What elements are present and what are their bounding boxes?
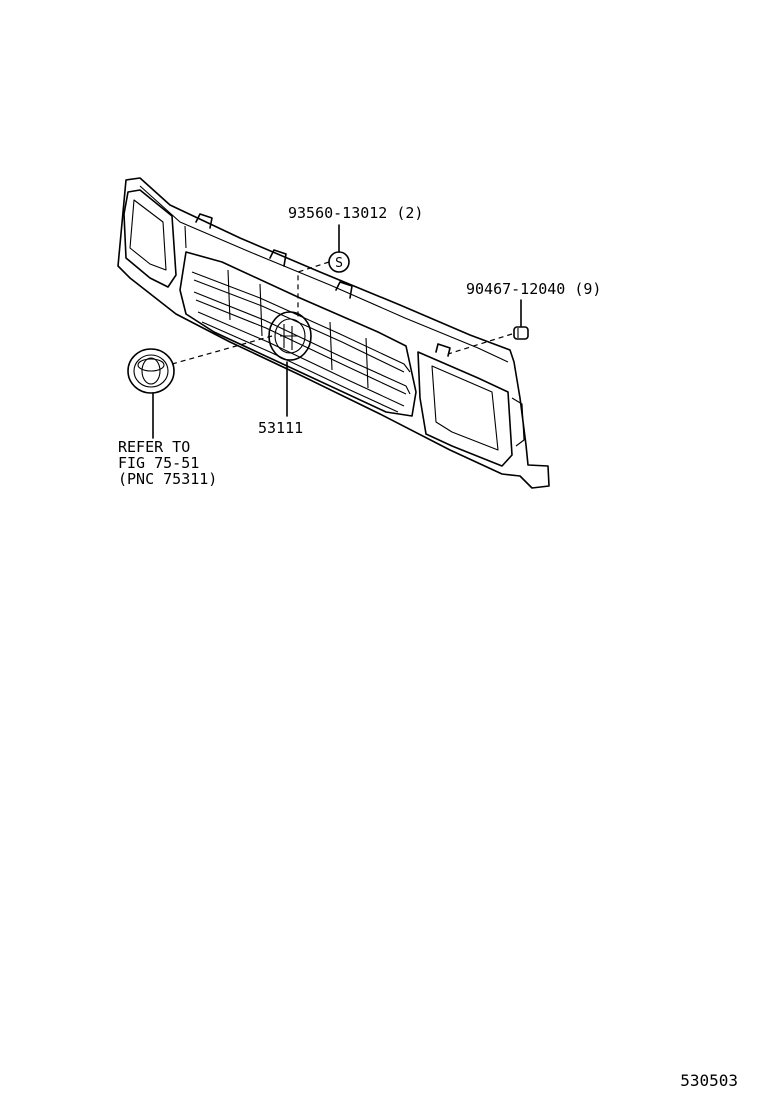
emblem-dashed-line (171, 335, 273, 365)
radiator-grille[interactable] (117, 177, 550, 489)
emblem[interactable] (127, 348, 175, 394)
grille-part-number: 53111 (258, 419, 303, 437)
emblem-reference-line3: (PNC 75311) (118, 470, 217, 488)
screw-symbol-letter: S (335, 256, 343, 271)
screw-dashed-line (297, 261, 330, 318)
clip-part[interactable] (513, 326, 529, 340)
emblem-reference-line1: REFER TO (118, 438, 190, 456)
screw-part-number: 93560-13012 (2) (288, 204, 423, 222)
emblem-reference-line2: FIG 75-51 (118, 454, 199, 472)
clip-part-number: 90467-12040 (9) (466, 280, 601, 298)
clip-dashed-line (447, 333, 513, 355)
diagram-id: 530503 (680, 1071, 738, 1090)
screw-symbol[interactable]: S (328, 251, 350, 273)
